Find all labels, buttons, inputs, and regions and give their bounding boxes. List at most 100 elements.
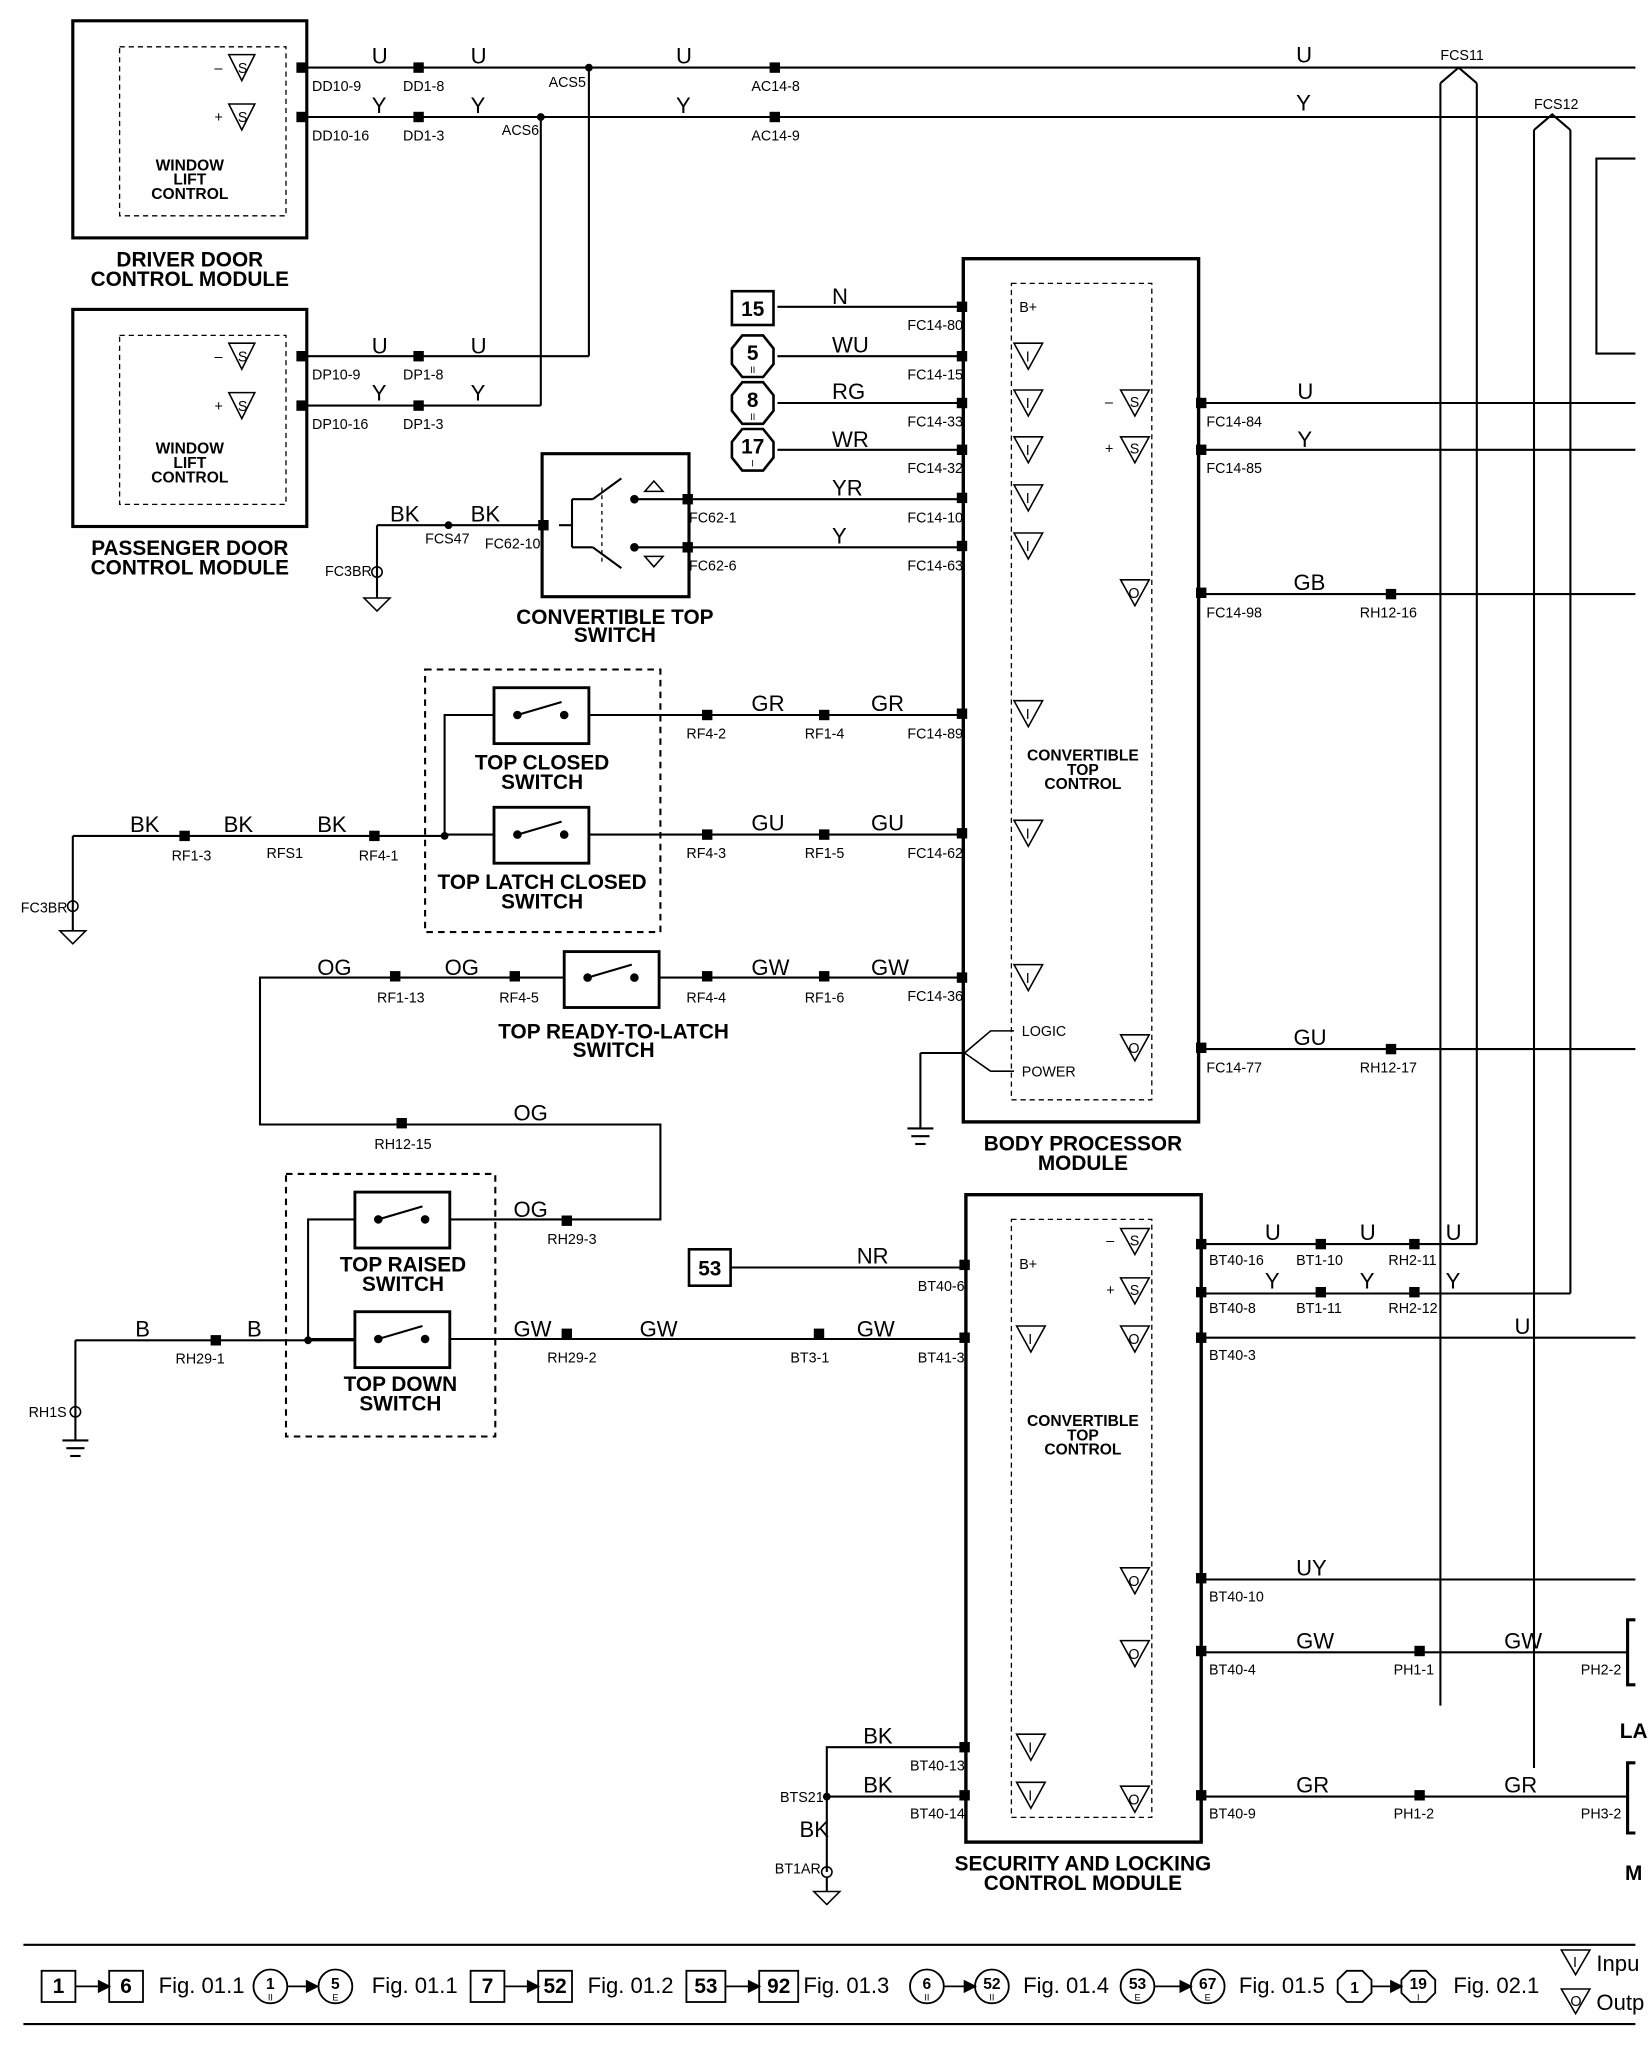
svg-text:RH29-3: RH29-3 — [547, 1232, 596, 1248]
body-processor-wires — [660, 305, 1636, 1051]
svg-text:BT41-3: BT41-3 — [918, 1350, 965, 1366]
svg-text:GR: GR — [1296, 1773, 1329, 1798]
svg-text:RH1S: RH1S — [29, 1405, 67, 1421]
svg-text:YR: YR — [832, 475, 863, 500]
switch-title: CONVERTIBLE TOP — [516, 606, 713, 629]
svg-text:RF4-2: RF4-2 — [686, 726, 726, 742]
serial-s-icon: S – S + — [1105, 389, 1151, 465]
top-raised-down-switch-group: TOP RAISED SWITCH TOP DOWN SWITCH — [284, 1172, 964, 1438]
inner-label: CONVERTIBLE — [1027, 1413, 1139, 1430]
logic-label: LOGIC — [1022, 1024, 1066, 1040]
svg-text:II: II — [750, 365, 755, 375]
legend-item-4 — [685, 1969, 800, 2003]
switch-title: TOP RAISED — [340, 1253, 466, 1276]
bplus-label: B+ — [1019, 1257, 1037, 1273]
svg-text:GR: GR — [751, 691, 784, 716]
svg-text:BTS21: BTS21 — [780, 1790, 824, 1806]
legend: I O — [23, 1943, 1636, 2026]
inner-label: CONTROL — [1044, 776, 1122, 793]
svg-text:Y: Y — [471, 93, 486, 118]
svg-text:Fig. 01.3: Fig. 01.3 — [803, 1973, 889, 1998]
svg-text:FCS11: FCS11 — [1440, 48, 1483, 64]
svg-text:DP1-8: DP1-8 — [403, 368, 444, 384]
svg-text:Y: Y — [372, 93, 387, 118]
svg-text:S: S — [238, 399, 248, 415]
switch-title: SWITCH — [359, 1392, 441, 1415]
svg-text:OG: OG — [445, 955, 479, 980]
svg-text:GR: GR — [1504, 1773, 1537, 1798]
power-ref-5: 5 — [747, 342, 759, 365]
svg-text:RF1-3: RF1-3 — [172, 849, 212, 865]
module-title: DRIVER DOOR — [116, 249, 263, 272]
door-module-wires — [306, 66, 1636, 1768]
svg-text:GR: GR — [871, 691, 904, 716]
window-lift-plus-s-icon: S + — [214, 391, 257, 421]
svg-text:U: U — [1446, 1220, 1462, 1245]
svg-text:S: S — [1130, 442, 1140, 458]
svg-text:Y: Y — [1446, 1268, 1461, 1293]
ground-icon — [907, 1127, 934, 1146]
svg-text:I: I — [1026, 826, 1030, 842]
svg-text:Y: Y — [372, 380, 387, 405]
svg-text:Fig. 01.1: Fig. 01.1 — [372, 1973, 458, 1998]
switch-title: SWITCH — [501, 771, 583, 794]
svg-text:RF1-6: RF1-6 — [805, 990, 845, 1006]
svg-text:BK: BK — [471, 501, 501, 526]
svg-text:FC14-33: FC14-33 — [907, 414, 963, 430]
svg-text:O: O — [1128, 1041, 1139, 1057]
svg-text:RG: RG — [832, 379, 865, 404]
convertible-switch-ground — [362, 524, 543, 613]
inner-label: WINDOW — [156, 157, 225, 174]
legend-item-3 — [469, 1969, 573, 2003]
svg-text:Y: Y — [1360, 1268, 1375, 1293]
svg-text:+: + — [1105, 442, 1113, 458]
svg-text:DP10-16: DP10-16 — [312, 417, 368, 433]
input-i-icon: I I I — [1015, 1325, 1047, 1810]
svg-text:53: 53 — [694, 1975, 717, 1998]
svg-text:I: I — [1028, 1740, 1032, 1756]
svg-text:6: 6 — [120, 1975, 132, 1998]
power-ref-15: 15 — [741, 298, 764, 321]
power-label: POWER — [1022, 1064, 1076, 1080]
svg-text:BT40-6: BT40-6 — [918, 1279, 965, 1295]
svg-text:Y: Y — [1265, 1268, 1280, 1293]
svg-text:I: I — [1026, 539, 1030, 555]
svg-text:BT40-16: BT40-16 — [1209, 1253, 1264, 1269]
svg-text:GW: GW — [640, 1316, 678, 1341]
svg-text:Y: Y — [832, 523, 847, 548]
svg-text:GW: GW — [1296, 1628, 1334, 1653]
switch-title: SWITCH — [362, 1273, 444, 1296]
svg-text:1: 1 — [266, 1976, 275, 1993]
svg-text:BK: BK — [224, 812, 254, 837]
legend-item-1 — [40, 1969, 144, 2003]
svg-text:BT40-3: BT40-3 — [1209, 1348, 1256, 1364]
wire-color-labels: U U U U Y Y Y Y U U Y Y N WU RG WR YR Y … — [130, 42, 1542, 1841]
inner-label: CONTROL — [151, 469, 229, 486]
passenger-door-control-module: S – S + WINDOW LIFT CONTROL PASSENGER DO… — [71, 307, 309, 580]
svg-text:DP10-9: DP10-9 — [312, 368, 360, 384]
svg-text:RF4-4: RF4-4 — [686, 990, 726, 1006]
svg-text:U: U — [372, 334, 388, 359]
top-closed-switch-group: TOP CLOSED SWITCH TOP LATCH CLOSED SWITC… — [424, 668, 662, 934]
window-lift-minus-s-icon: S – — [214, 342, 257, 371]
svg-text:BK: BK — [863, 1773, 893, 1798]
svg-text:S: S — [1130, 1233, 1140, 1249]
inner-label: CONTROL — [1044, 1442, 1122, 1459]
svg-text:RF4-3: RF4-3 — [686, 846, 726, 862]
module-title: CONTROL MODULE — [91, 268, 289, 291]
svg-text:GW: GW — [871, 955, 909, 980]
svg-text:RH29-2: RH29-2 — [547, 1350, 596, 1366]
top-raised-ground — [62, 1339, 355, 1458]
power-references: 15 5 II 8 II 17 I 53 — [687, 289, 775, 1287]
svg-text:Fig. 01.1: Fig. 01.1 — [159, 1973, 245, 1998]
svg-text:67: 67 — [1199, 1976, 1216, 1993]
svg-text:FC14-89: FC14-89 — [907, 726, 963, 742]
svg-text:BK: BK — [317, 812, 347, 837]
inner-label: TOP — [1067, 1427, 1099, 1444]
svg-text:U: U — [1297, 379, 1313, 404]
module-title: CONTROL MODULE — [984, 1872, 1182, 1895]
svg-text:E: E — [332, 1993, 338, 2003]
svg-text:FC14-63: FC14-63 — [907, 559, 963, 575]
window-lift-plus-s-icon: S + — [214, 103, 257, 132]
